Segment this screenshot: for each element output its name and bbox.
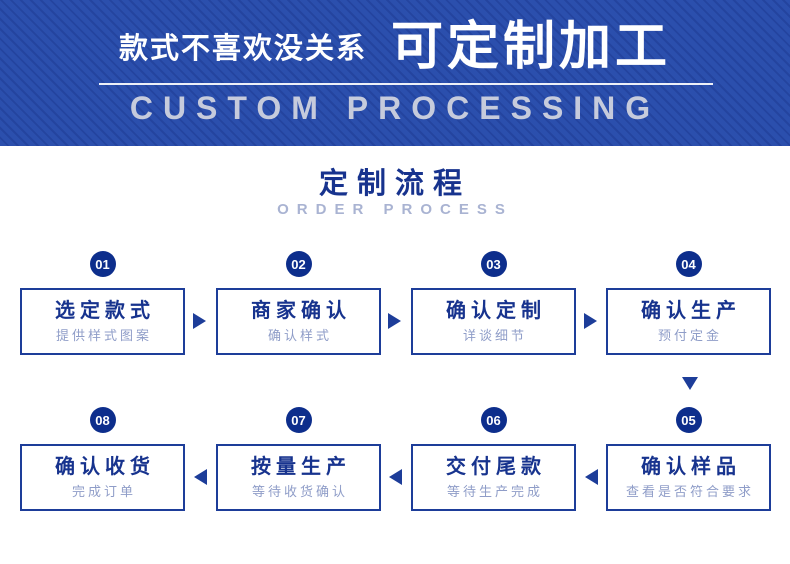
banner-divider [99, 83, 713, 85]
banner-headline: 款式不喜欢没关系 可定制加工 [0, 6, 790, 76]
step-box: 商家确认 确认样式 [216, 288, 381, 355]
flow-step-03: 03 确认定制 详谈细节 [411, 251, 576, 355]
step-subtitle: 确认样式 [267, 328, 332, 344]
arrow-right-icon [193, 313, 206, 329]
step-subtitle: 等待收货确认 [251, 484, 348, 500]
step-number-badge: 01 [89, 251, 116, 277]
step-title: 确认收货 [55, 456, 155, 479]
step-box: 确认定制 详谈细节 [411, 288, 576, 355]
flow-step-08: 08 确认收货 完成订单 [20, 407, 185, 511]
arrow-left-icon [194, 469, 207, 485]
step-title: 确认定制 [446, 300, 546, 323]
step-box: 确认生产 预付定金 [606, 288, 771, 355]
arrow-down-icon [682, 377, 698, 390]
step-title: 选定款式 [55, 300, 155, 323]
step-box: 选定款式 提供样式图案 [20, 288, 185, 355]
step-number-badge: 04 [675, 251, 702, 277]
banner: 款式不喜欢没关系 可定制加工 CUSTOM PROCESSING [0, 0, 790, 146]
step-number-badge: 02 [285, 251, 312, 277]
section-title: 定制流程 [318, 168, 471, 200]
step-box: 交付尾款 等待生产完成 [411, 444, 576, 511]
step-title: 按量生产 [251, 456, 351, 479]
step-number-badge: 05 [675, 407, 702, 433]
step-number-badge: 07 [285, 407, 312, 433]
banner-title: 可定制加工 [391, 17, 672, 76]
arrow-right-icon [584, 313, 597, 329]
step-title: 确认样品 [641, 456, 741, 479]
step-title: 确认生产 [641, 300, 741, 323]
step-subtitle: 完成订单 [71, 484, 136, 500]
step-number-badge: 03 [480, 251, 507, 277]
step-title: 商家确认 [251, 300, 351, 323]
flow-step-01: 01 选定款式 提供样式图案 [20, 251, 185, 355]
flow-step-05: 05 确认样品 查看是否符合要求 [606, 407, 771, 511]
flow-step-04: 04 确认生产 预付定金 [606, 251, 771, 355]
arrow-left-icon [389, 469, 402, 485]
banner-subheadline: CUSTOM PROCESSING [129, 90, 661, 126]
step-subtitle: 预付定金 [657, 328, 722, 344]
step-number-badge: 06 [480, 407, 507, 433]
step-subtitle: 等待生产完成 [446, 484, 543, 500]
step-subtitle: 详谈细节 [462, 328, 527, 344]
step-number-badge: 08 [89, 407, 116, 433]
step-box: 按量生产 等待收货确认 [216, 444, 381, 511]
flow-step-07: 07 按量生产 等待收货确认 [216, 407, 381, 511]
flow-step-06: 06 交付尾款 等待生产完成 [411, 407, 576, 511]
flow-step-02: 02 商家确认 确认样式 [216, 251, 381, 355]
arrow-left-icon [585, 469, 598, 485]
section-subtitle: ORDER PROCESS [277, 201, 513, 218]
banner-tagline: 款式不喜欢没关系 [118, 33, 367, 65]
step-box: 确认样品 查看是否符合要求 [606, 444, 771, 511]
step-subtitle: 查看是否符合要求 [625, 484, 754, 500]
step-title: 交付尾款 [446, 456, 546, 479]
step-subtitle: 提供样式图案 [55, 328, 152, 344]
arrow-right-icon [388, 313, 401, 329]
step-box: 确认收货 完成订单 [20, 444, 185, 511]
